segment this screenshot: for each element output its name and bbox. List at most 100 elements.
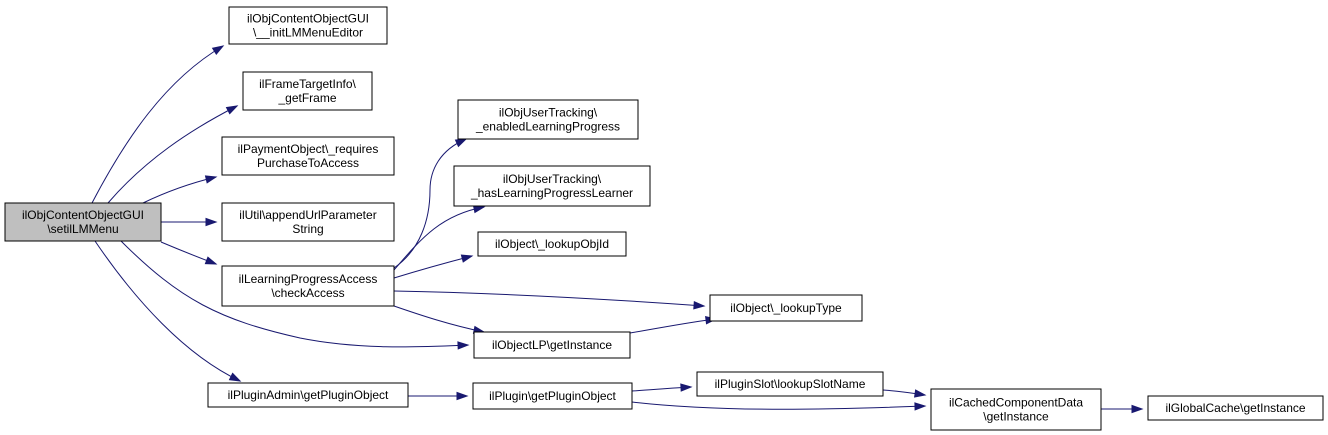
edge-checkAccess-to-objectLPInstance [393, 305, 486, 334]
node-getFrame[interactable]: ilFrameTargetInfo\_getFrame [242, 71, 373, 111]
edge-arrowhead [460, 254, 474, 263]
node-box [930, 388, 1102, 431]
edge-checkAccess-to-lookupObjId [393, 254, 474, 279]
node-label: ilPlugin\getPluginObject [489, 389, 616, 403]
node-box [696, 371, 884, 397]
node-box [457, 99, 639, 140]
edge-arrowhead [204, 175, 218, 184]
node-label: String [292, 222, 323, 236]
node-cachedComponentData[interactable]: ilCachedComponentData\getInstance [930, 388, 1102, 431]
edge-line [91, 45, 224, 204]
edge-root-to-initLMMenuEditor [91, 45, 225, 204]
edge-arrowhead [457, 341, 470, 350]
node-label: ilObjUserTracking\ [503, 172, 602, 186]
node-label: \__initLMMenuEditor [253, 26, 363, 40]
node-label: \getInstance [983, 410, 1049, 424]
edge-arrowhead [680, 383, 693, 392]
edge-root-to-checkAccess [160, 241, 218, 265]
node-box [473, 331, 631, 359]
node-label: ilUtil\appendUrlParameter [239, 208, 376, 222]
edge-arrowhead [1131, 404, 1144, 414]
node-box [709, 294, 863, 322]
edge-arrowhead [454, 138, 468, 148]
node-label: \checkAccess [271, 286, 344, 300]
edge-line [94, 240, 241, 382]
node-lookupType[interactable]: ilObject\_lookupType [709, 294, 863, 322]
node-globalCache[interactable]: ilGlobalCache\getInstance [1147, 395, 1324, 421]
node-label: ilObject\_lookupType [730, 301, 842, 315]
node-box [242, 71, 373, 111]
edge-arrowhead [228, 372, 242, 382]
edge-pluginGetPluginObject-to-cachedComponentData [631, 401, 927, 411]
edge-arrowhead [914, 389, 927, 398]
node-lookupSlotName[interactable]: ilPluginSlot\lookupSlotName [696, 371, 884, 397]
edge-arrowhead [211, 45, 225, 56]
edge-root-to-appendUrlParameter [161, 217, 218, 227]
node-pluginGetPluginObject[interactable]: ilPlugin\getPluginObject [472, 382, 633, 410]
node-box [207, 382, 409, 408]
node-box [472, 382, 633, 410]
edge-arrowhead [456, 391, 469, 401]
edge-checkAccess-to-hasLPLearner [393, 205, 486, 271]
edge-arrowhead [205, 217, 218, 227]
node-label: ilObjContentObjectGUI [247, 12, 369, 26]
node-label: ilLearningProgressAccess [239, 272, 378, 286]
node-hasLPLearner[interactable]: ilObjUserTracking\_hasLearningProgressLe… [453, 165, 651, 207]
edge-arrowhead [204, 256, 218, 265]
node-label: ilPluginAdmin\getPluginObject [228, 388, 389, 402]
node-initLMMenuEditor[interactable]: ilObjContentObjectGUI\__initLMMenuEditor [228, 6, 388, 45]
node-label: ilObjContentObjectGUI [22, 208, 144, 222]
node-label: ilFrameTargetInfo\ [259, 77, 356, 91]
edge-line [629, 318, 717, 334]
nodes-layer: ilObjContentObjectGUI\setilLMMenuilObjCo… [4, 6, 1324, 431]
edge-arrowhead [914, 402, 927, 411]
node-label: ilPluginSlot\lookupSlotName [715, 377, 866, 391]
node-root[interactable]: ilObjContentObjectGUI\setilLMMenu [4, 202, 162, 242]
node-box [228, 6, 388, 45]
node-objectLPInstance[interactable]: ilObjectLP\getInstance [473, 331, 631, 359]
node-label: _hasLearningProgressLearner [470, 186, 633, 200]
node-box [221, 202, 395, 242]
edge-line [120, 240, 469, 348]
edge-arrowhead [472, 205, 486, 214]
node-label: ilObject\_lookupObjId [495, 237, 609, 251]
edge-line [393, 206, 485, 271]
node-box [4, 202, 162, 242]
edge-line [393, 255, 473, 279]
node-label: PurchaseToAccess [257, 156, 359, 170]
node-lookupObjId[interactable]: ilObject\_lookupObjId [477, 231, 627, 257]
edge-cachedComponentData-to-globalCache [1101, 404, 1144, 414]
edge-root-to-getFrame [107, 105, 239, 204]
node-label: _enabledLearningProgress [475, 120, 620, 134]
node-label: ilGlobalCache\getInstance [1165, 401, 1305, 415]
edge-objectLPInstance-to-lookupType [629, 316, 718, 334]
edge-pluginGetPluginObject-to-lookupSlotName [631, 383, 693, 392]
node-requiresPurchase[interactable]: ilPaymentObject\_requiresPurchaseToAcces… [221, 136, 395, 176]
edge-checkAccess-to-lookupType [393, 290, 706, 310]
node-enabledLP[interactable]: ilObjUserTracking\_enabledLearningProgre… [457, 99, 639, 140]
edge-line [142, 176, 217, 204]
node-checkAccess[interactable]: ilLearningProgressAccess\checkAccess [221, 265, 395, 307]
node-getPluginObjectAdmin[interactable]: ilPluginAdmin\getPluginObject [207, 382, 409, 408]
node-box [221, 265, 395, 307]
edge-root-to-requiresPurchase [142, 175, 218, 204]
node-label: ilPaymentObject\_requires [238, 142, 379, 156]
edge-line [393, 305, 485, 333]
edge-line [631, 401, 926, 410]
edge-getPluginObjectAdmin-to-pluginGetPluginObject [408, 391, 469, 401]
node-label: _getFrame [277, 91, 336, 105]
edge-root-to-getPluginObjectAdmin [94, 240, 242, 382]
node-label: ilCachedComponentData [949, 396, 1083, 410]
node-box [221, 136, 395, 176]
edge-lookupSlotName-to-cachedComponentData [882, 389, 927, 398]
node-label: \setilLMMenu [47, 222, 118, 236]
edge-line [107, 105, 238, 204]
edge-arrowhead [693, 301, 706, 310]
node-box [1147, 395, 1324, 421]
edge-root-to-objectLPInstance [120, 240, 470, 350]
node-box [453, 165, 651, 207]
node-label: ilObjUserTracking\ [499, 106, 598, 120]
node-label: ilObjectLP\getInstance [492, 338, 612, 352]
